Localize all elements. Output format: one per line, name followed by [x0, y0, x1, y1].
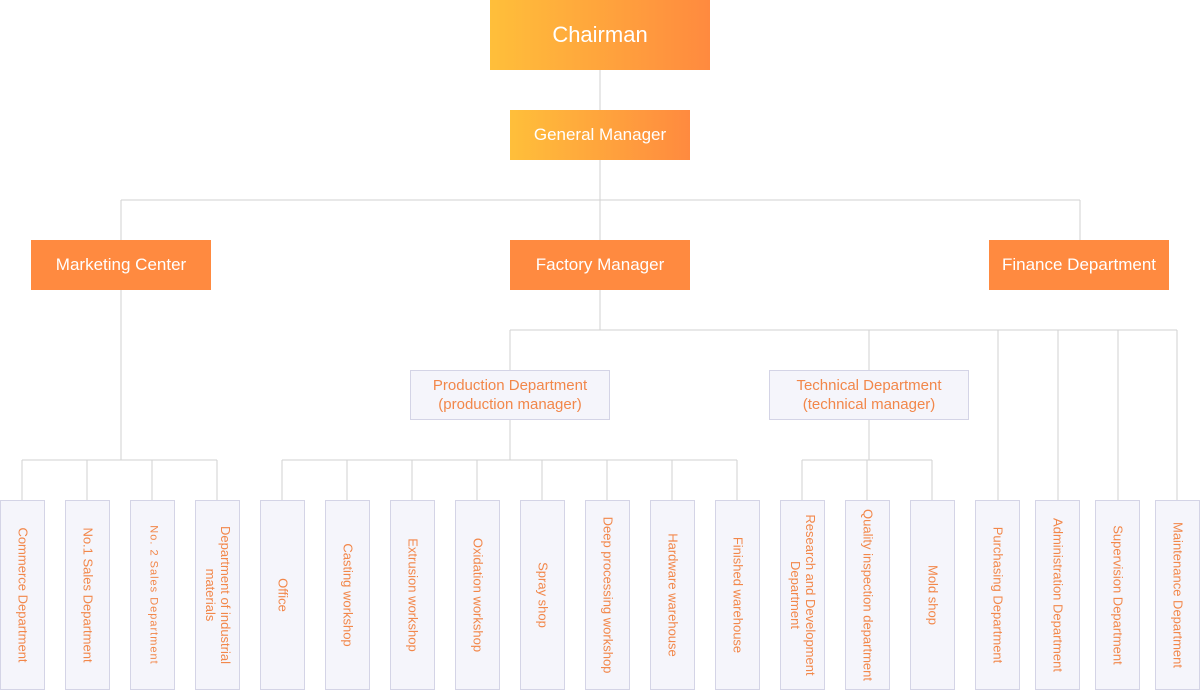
leaf-administration-department: Administration Department [1035, 500, 1080, 690]
finance-department-node: Finance Department [989, 240, 1169, 290]
leaf-finished-warehouse: Finished warehouse [715, 500, 760, 690]
leaf-office: Office [260, 500, 305, 690]
leaf-label: Oxidation workshop [470, 537, 485, 653]
marketing-center-label: Marketing Center [55, 255, 187, 274]
leaf-label: Mold shop [925, 565, 940, 625]
leaf-mold-shop: Mold shop [910, 500, 955, 690]
leaf-supervision-department: Supervision Department [1095, 500, 1140, 690]
leaf-maintenance-department: Maintenance Department [1155, 500, 1200, 690]
factory-manager-label: Factory Manager [535, 255, 665, 274]
finance-department-label: Finance Department [1001, 255, 1157, 274]
leaf-label: No.1 Sales Department [80, 527, 95, 663]
marketing-center-node: Marketing Center [31, 240, 211, 290]
leaf-label: Maintenance Department [1170, 522, 1185, 668]
leaf-casting-workshop: Casting workshop [325, 500, 370, 690]
technical-department-title: Technical Department [796, 377, 942, 394]
leaf-quality-inspection-department: Quality inspection department [845, 500, 890, 690]
leaf-label: Purchasing Department [990, 526, 1005, 664]
leaf-label: Research and Development Department [787, 514, 818, 676]
leaf-deep-processing-workshop: Deep processing workshop [585, 500, 630, 690]
leaf-label: Office [275, 578, 290, 612]
leaf-industrial-materials-department: Department of industrial materials [195, 500, 240, 690]
leaf-commerce-department: Commerce Department [0, 500, 45, 690]
leaf-hardware-warehouse: Hardware warehouse [650, 500, 695, 690]
leaf-label: Finished warehouse [730, 536, 745, 654]
leaf-label: Spray shop [535, 562, 550, 628]
leaf-label: No. 2 Sales Department [147, 525, 159, 665]
leaf-research-development-department: Research and Development Department [780, 500, 825, 690]
chairman-label: Chairman [552, 22, 648, 47]
general-manager-node: General Manager [510, 110, 690, 160]
leaf-label: Supervision Department [1110, 525, 1125, 665]
chairman-node: Chairman [490, 0, 710, 70]
production-department-subtitle: (production manager) [438, 396, 582, 413]
technical-department-node: Technical Department (technical manager) [769, 370, 969, 420]
leaf-label: Deep processing workshop [600, 516, 615, 674]
leaf-oxidation-workshop: Oxidation workshop [455, 500, 500, 690]
leaf-label: Hardware warehouse [665, 533, 680, 657]
leaf-label: Quality inspection department [860, 509, 875, 681]
general-manager-label: General Manager [533, 125, 667, 144]
technical-department-subtitle: (technical manager) [802, 396, 936, 413]
leaf-extrusion-workshop: Extrusion workshop [390, 500, 435, 690]
leaf-label: Extrusion workshop [405, 538, 420, 652]
leaf-label: Administration Department [1050, 518, 1065, 672]
leaf-purchasing-department: Purchasing Department [975, 500, 1020, 690]
leaf-no1-sales-department: No.1 Sales Department [65, 500, 110, 690]
leaf-label: Casting workshop [340, 543, 355, 647]
production-department-node: Production Department (production manage… [410, 370, 610, 420]
leaf-no2-sales-department: No. 2 Sales Department [130, 500, 175, 690]
production-department-title: Production Department [432, 377, 588, 394]
leaf-spray-shop: Spray shop [520, 500, 565, 690]
leaf-label: Department of industrial materials [202, 525, 233, 664]
leaf-label: Commerce Department [15, 527, 30, 663]
factory-manager-node: Factory Manager [510, 240, 690, 290]
